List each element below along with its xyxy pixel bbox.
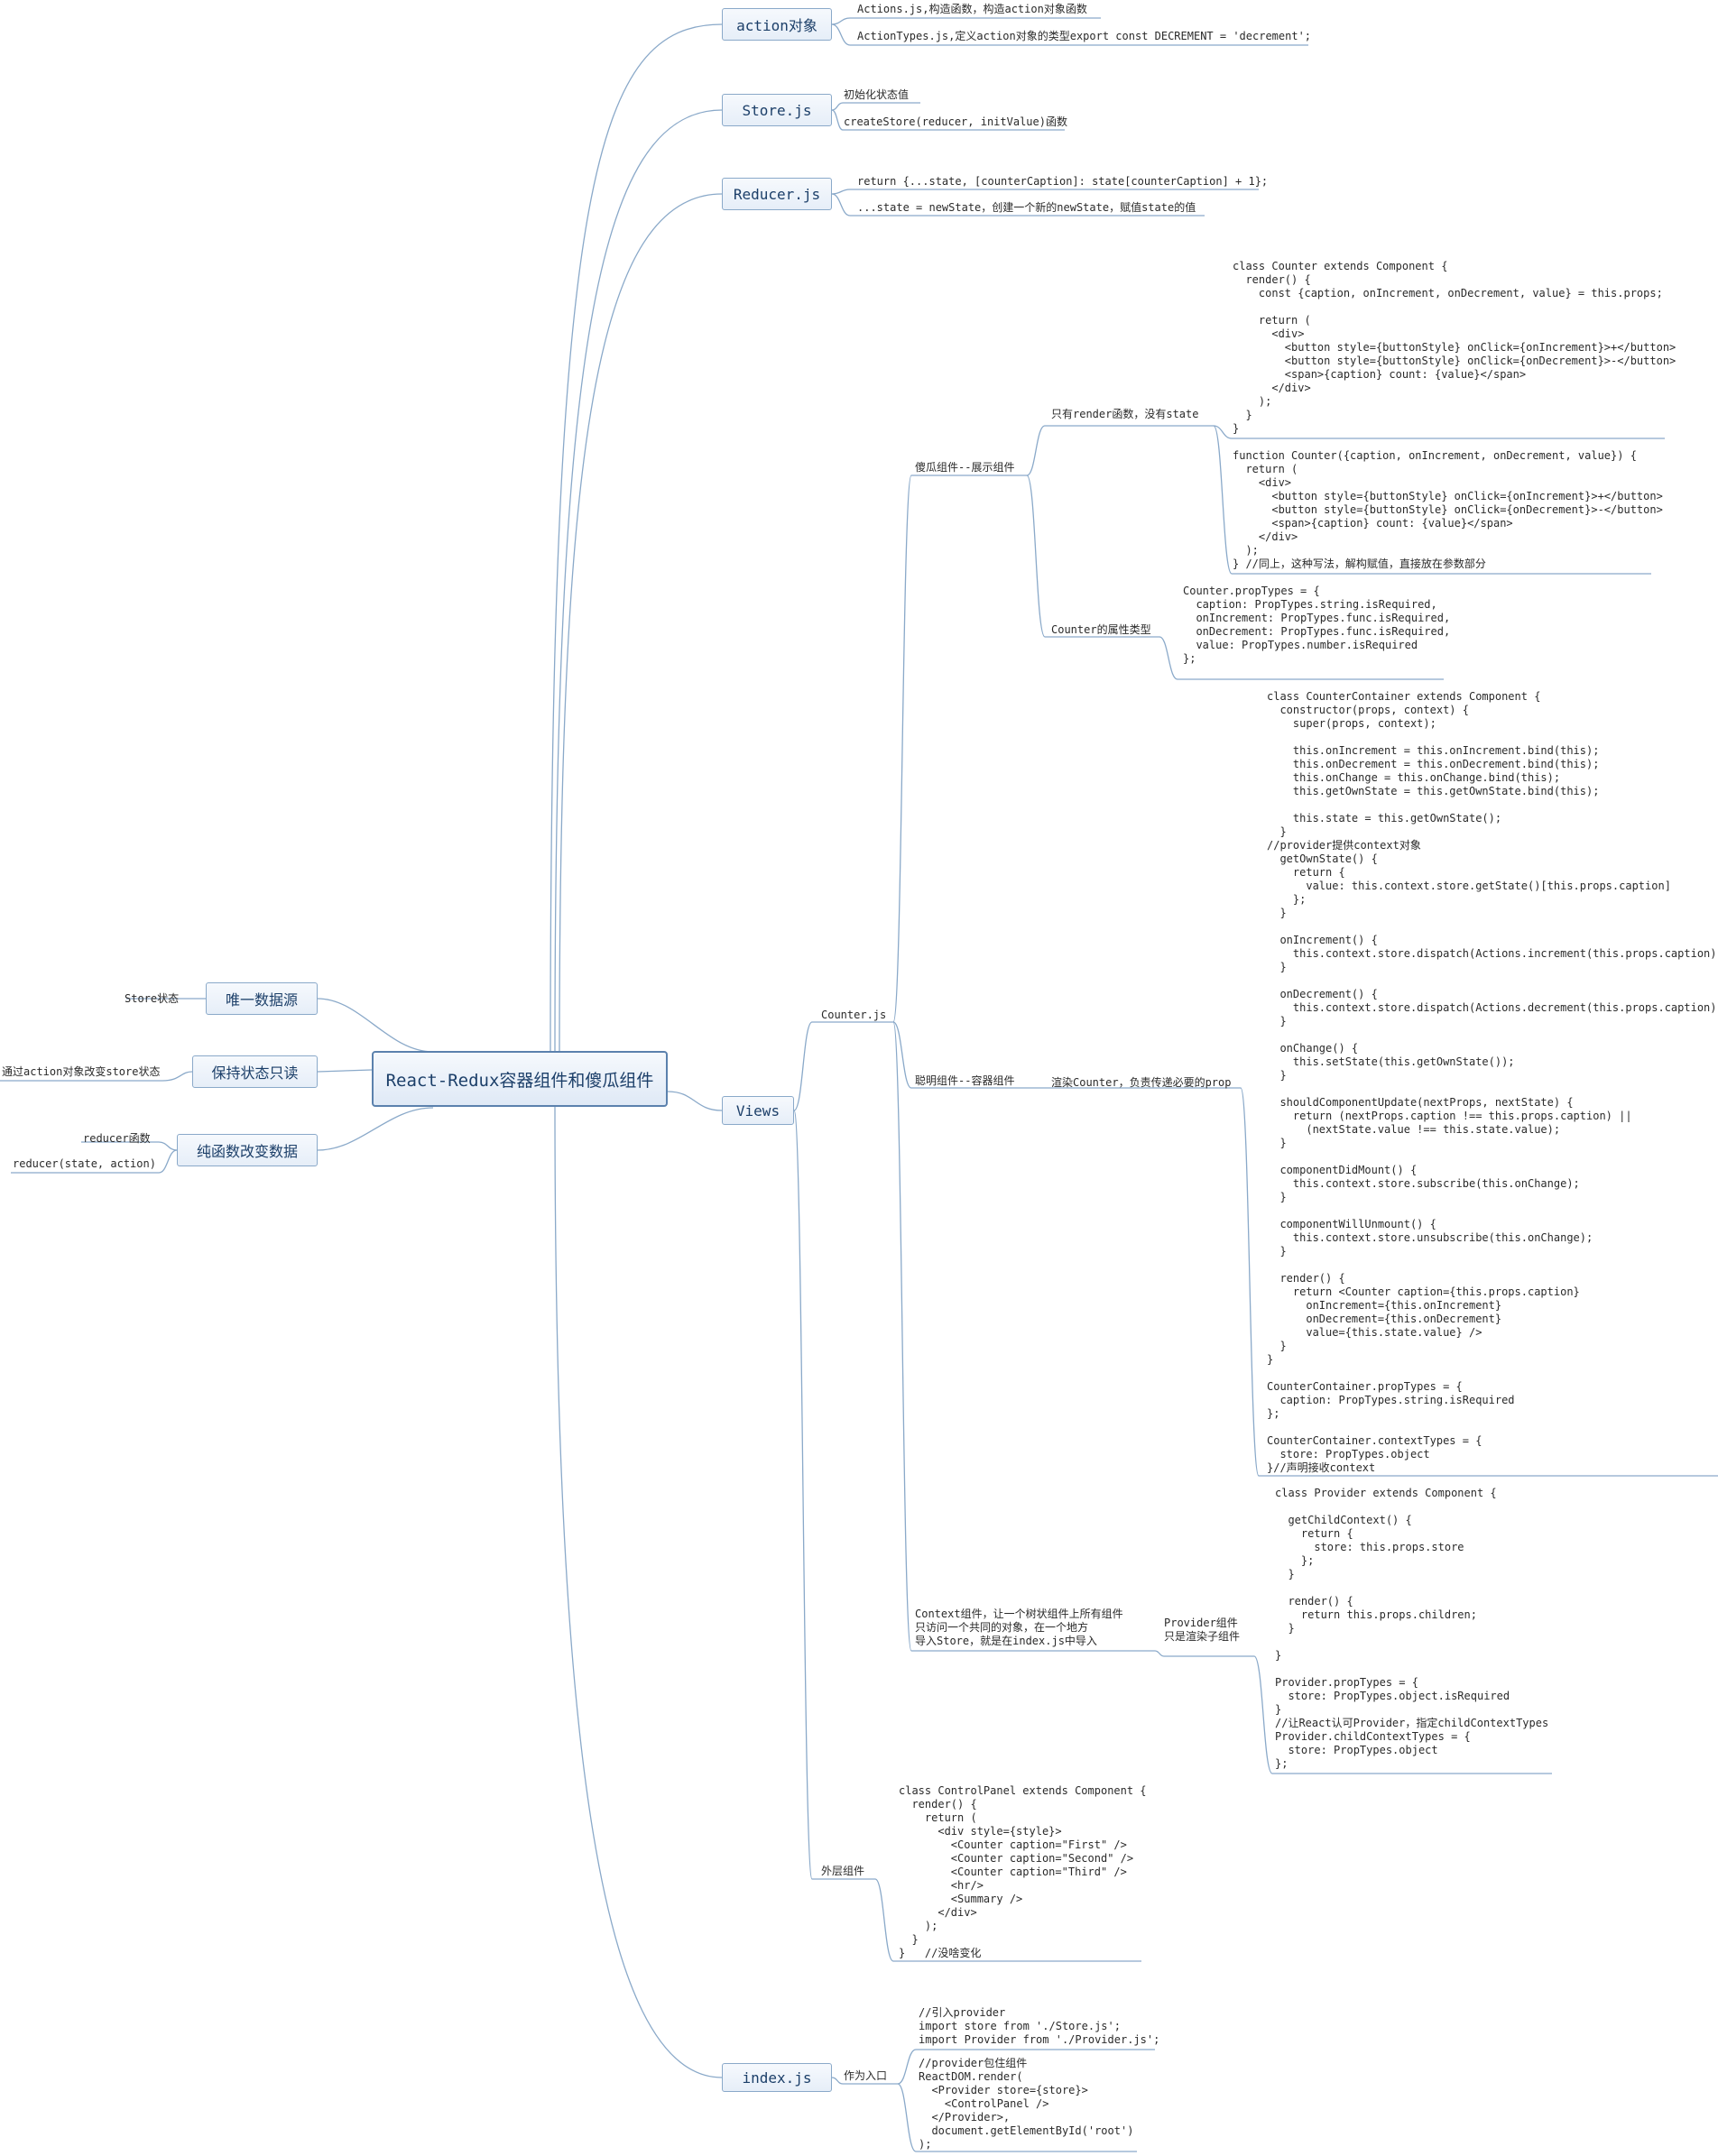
code-provider: class Provider extends Component { getCh…: [1275, 1487, 1549, 1770]
note-reducer-return: return {...state, [counterCaption]: stat…: [857, 175, 1269, 188]
label-outer-component: 外层组件: [821, 1865, 865, 1877]
note-reducer-newstate: ...state = newState，创建一个新的newState，赋值sta…: [857, 201, 1196, 214]
label-provider-component: Provider组件 只是渲染子组件: [1164, 1617, 1241, 1643]
note-reducer-function: reducer函数: [83, 1132, 151, 1145]
code-counter-container: class CounterContainer extends Component…: [1267, 690, 1718, 1474]
code-index-render: //provider包住组件 ReactDOM.render( <Provide…: [919, 2057, 1134, 2151]
node-action[interactable]: action对象: [722, 8, 832, 41]
note-action-types-js: ActionTypes.js,定义action对象的类型export const…: [857, 30, 1312, 42]
note-action-change-store: 通过action对象改变store状态: [2, 1065, 161, 1078]
code-index-imports: //引入provider import store from './Store.…: [919, 2006, 1160, 2046]
label-counter-proptypes: Counter的属性类型: [1051, 623, 1151, 636]
node-pure-function[interactable]: 纯函数改变数据: [177, 1134, 318, 1166]
node-views[interactable]: Views: [722, 1096, 794, 1125]
label-counter-js: Counter.js: [821, 1009, 887, 1021]
label-dumb-component: 傻瓜组件--展示组件: [915, 461, 1015, 474]
note-init-state: 初始化状态值: [844, 88, 910, 101]
label-entry: 作为入口: [844, 2069, 888, 2082]
node-single-source[interactable]: 唯一数据源: [206, 982, 318, 1015]
node-readonly[interactable]: 保持状态只读: [192, 1055, 318, 1088]
note-actions-js: Actions.js,构造函数，构造action对象函数: [857, 3, 1087, 15]
note-store-state: Store状态: [125, 992, 180, 1005]
node-reducer[interactable]: Reducer.js: [722, 178, 832, 210]
note-reducer-signature: reducer(state, action): [13, 1157, 156, 1170]
code-counter-proptypes: Counter.propTypes = { caption: PropTypes…: [1183, 585, 1451, 665]
code-counter-function: function Counter({caption, onIncrement, …: [1233, 449, 1663, 570]
node-store[interactable]: Store.js: [722, 94, 832, 126]
code-counter-class: class Counter extends Component { render…: [1233, 260, 1676, 435]
note-create-store: createStore(reducer, initValue)函数: [844, 115, 1067, 128]
node-index[interactable]: index.js: [722, 2063, 832, 2092]
root-node[interactable]: React-Redux容器组件和傻瓜组件: [372, 1051, 668, 1107]
label-context-component: Context组件，让一个树状组件上所有组件 只访问一个共同的对象，在一个地方 …: [915, 1608, 1123, 1647]
label-render-only: 只有render函数，没有state: [1051, 408, 1199, 420]
code-control-panel: class ControlPanel extends Component { r…: [899, 1784, 1147, 1959]
label-smart-component: 聪明组件--容器组件: [915, 1074, 1015, 1087]
label-render-counter: 渲染Counter，负责传递必要的prop: [1051, 1076, 1232, 1089]
